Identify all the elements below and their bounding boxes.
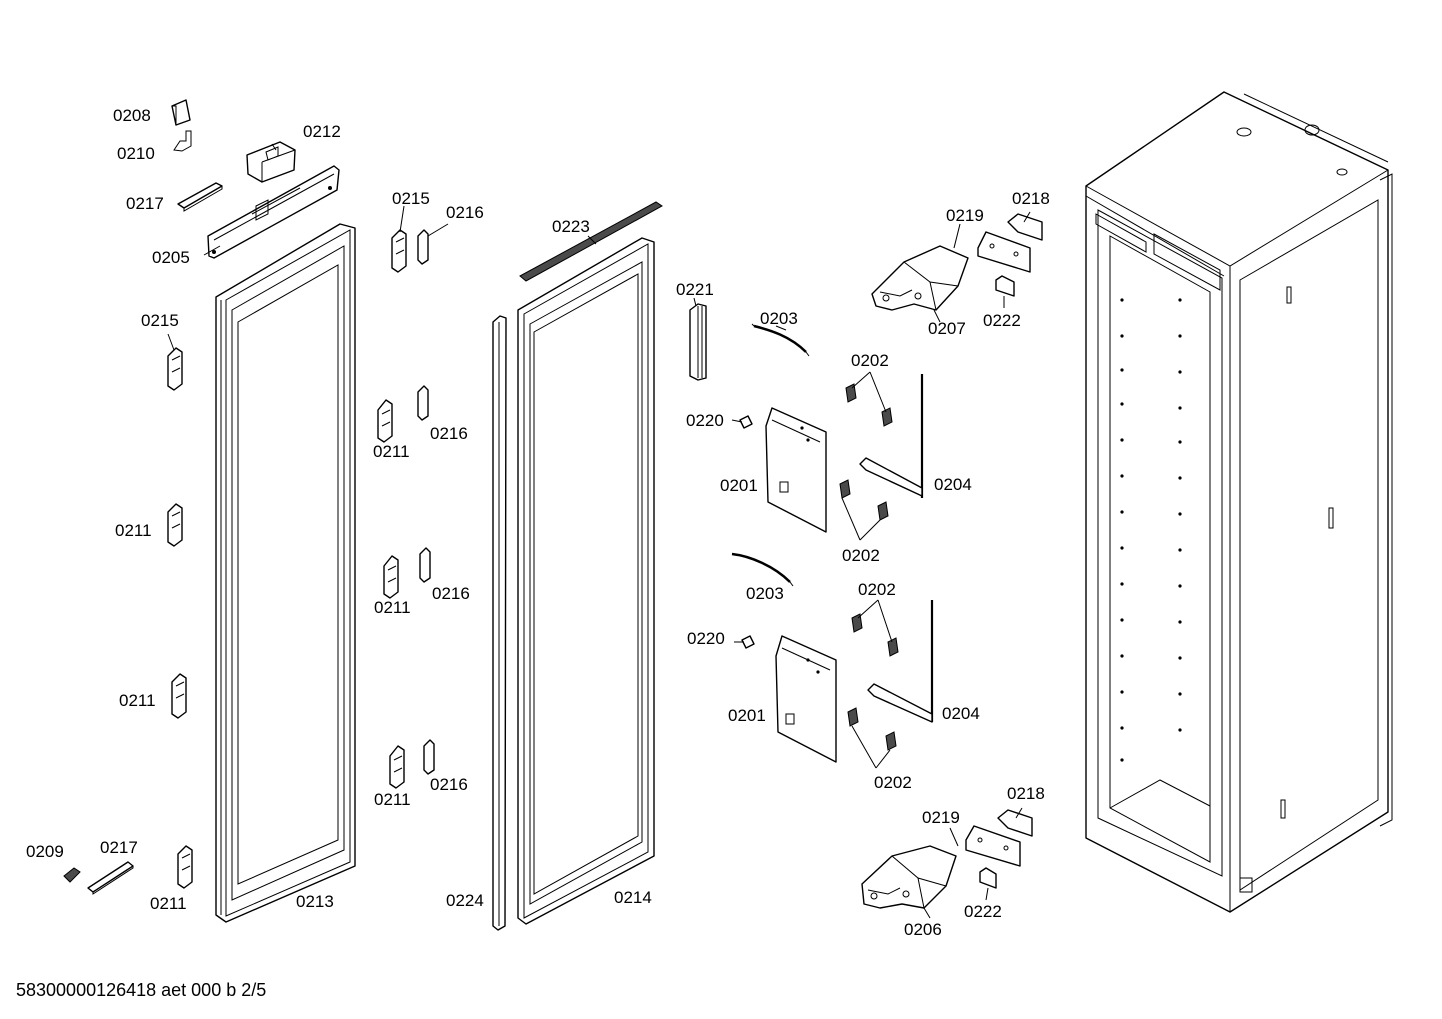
part-0203-cable-upper [751, 323, 810, 357]
part-0222-plate-lower [979, 867, 997, 889]
label-0216-b: 0216 [430, 424, 468, 443]
part-0211-left-hinge-3 [177, 845, 193, 889]
part-0220-clip-lower [741, 635, 755, 649]
label-0211-middle-2: 0211 [374, 598, 411, 617]
leader-lines [167, 143, 1031, 919]
part-0202-clip-lower-3 [847, 707, 859, 727]
part-0215-left-hinge [167, 347, 183, 391]
part-0203-cable-lower [731, 552, 794, 587]
part-0207-hinge-upper [871, 245, 969, 311]
label-0222-lower: 0222 [964, 902, 1002, 921]
label-0216-d: 0216 [430, 775, 468, 794]
label-0202-b: 0202 [842, 546, 880, 565]
part-0202-clip-upper-3 [839, 479, 851, 499]
part-0209-small-clip [63, 867, 81, 883]
part-0204-bracket-upper [859, 374, 924, 498]
part-0217-top-strip [177, 182, 223, 212]
label-0205: 0205 [152, 248, 190, 267]
part-0216-hinge-c [419, 547, 431, 583]
label-0210: 0210 [117, 144, 155, 163]
label-0204-lower: 0204 [942, 704, 980, 723]
label-0211-middle-3: 0211 [374, 790, 411, 809]
part-0211-left-hinge-1 [167, 503, 183, 547]
part-0221-strip [689, 303, 707, 381]
label-0202-c: 0202 [858, 580, 896, 599]
label-0216-c: 0216 [432, 584, 470, 603]
part-0222-plate-upper [995, 275, 1015, 297]
part-0218-bracket-upper [1007, 213, 1043, 241]
part-0212-cover [246, 141, 296, 183]
label-0217-top: 0217 [126, 194, 164, 213]
label-0211-middle-1: 0211 [373, 442, 410, 461]
label-0219-lower: 0219 [922, 808, 960, 827]
label-0215-middle: 0215 [392, 189, 430, 208]
document-reference: 58300000126418 aet 000 b 2/5 [16, 980, 267, 1000]
part-0202-clip-lower-2 [887, 637, 899, 657]
part-0202-clip-upper-1 [845, 383, 857, 403]
label-0208: 0208 [113, 106, 151, 125]
label-0216-a: 0216 [446, 203, 484, 222]
part-0205-hinge-rail [207, 165, 340, 259]
part-0201-board-upper [765, 407, 827, 533]
part-0202-clip-lower-4 [885, 731, 897, 751]
part-0219-plate-upper [977, 231, 1031, 273]
part-0213-door-panel [215, 223, 356, 923]
part-0218-bracket-lower [997, 809, 1033, 837]
label-0220-lower: 0220 [687, 629, 725, 648]
label-0206: 0206 [904, 920, 942, 939]
part-0224-vertical-strip [492, 315, 507, 931]
part-0216-hinge-b [417, 385, 429, 421]
part-0201-board-lower [775, 635, 837, 763]
part-0204-bracket-lower [867, 600, 934, 723]
part-0216-hinge-d [423, 739, 435, 775]
label-0220-upper: 0220 [686, 411, 724, 430]
label-0214: 0214 [614, 888, 652, 907]
part-0223-top-bar [519, 201, 663, 282]
part-0211-middle-hinge-1 [377, 399, 393, 443]
part-0202-clip-lower-1 [851, 613, 863, 633]
cabinet-housing [1085, 91, 1393, 913]
label-0201-upper: 0201 [720, 476, 758, 495]
label-0219-upper: 0219 [946, 206, 984, 225]
label-0223: 0223 [552, 217, 590, 236]
label-0218-upper: 0218 [1012, 189, 1050, 208]
label-0222-upper: 0222 [983, 311, 1021, 330]
label-0203-upper: 0203 [760, 309, 798, 328]
label-0209: 0209 [26, 842, 64, 861]
part-0211-middle-hinge-3 [389, 745, 405, 789]
part-0202-clip-upper-2 [881, 407, 893, 427]
part-0216-hinge-a [417, 229, 429, 265]
label-0203-lower: 0203 [746, 584, 784, 603]
part-0214-door-frame [517, 237, 655, 925]
label-0202-a: 0202 [851, 351, 889, 370]
part-0211-middle-hinge-2 [383, 555, 399, 599]
part-0219-plate-lower [965, 825, 1021, 867]
part-0215-middle-hinge [391, 229, 407, 273]
label-0211-left-3: 0211 [150, 894, 187, 913]
part-0217-bottom-strip [87, 861, 134, 895]
part-0211-left-hinge-2 [171, 673, 187, 719]
part-0206-hinge-lower [861, 845, 957, 909]
callout-labels: 0208 0210 0212 0217 0205 0215 0211 0211 … [26, 106, 1050, 939]
part-0210-clip [173, 130, 192, 152]
label-0221: 0221 [676, 280, 714, 299]
label-0204-upper: 0204 [934, 475, 972, 494]
label-0218-lower: 0218 [1007, 784, 1045, 803]
label-0211-left-2: 0211 [119, 691, 156, 710]
part-0208-cap [171, 99, 191, 126]
part-0220-clip-upper [739, 415, 753, 429]
part-0202-clip-upper-4 [877, 501, 889, 521]
label-0215-left: 0215 [141, 311, 179, 330]
label-0217-bottom: 0217 [100, 838, 138, 857]
label-0224: 0224 [446, 891, 484, 910]
label-0207: 0207 [928, 319, 966, 338]
label-0213: 0213 [296, 892, 334, 911]
label-0211-left-1: 0211 [115, 521, 152, 540]
label-0212: 0212 [303, 122, 341, 141]
label-0201-lower: 0201 [728, 706, 766, 725]
label-0202-d: 0202 [874, 773, 912, 792]
